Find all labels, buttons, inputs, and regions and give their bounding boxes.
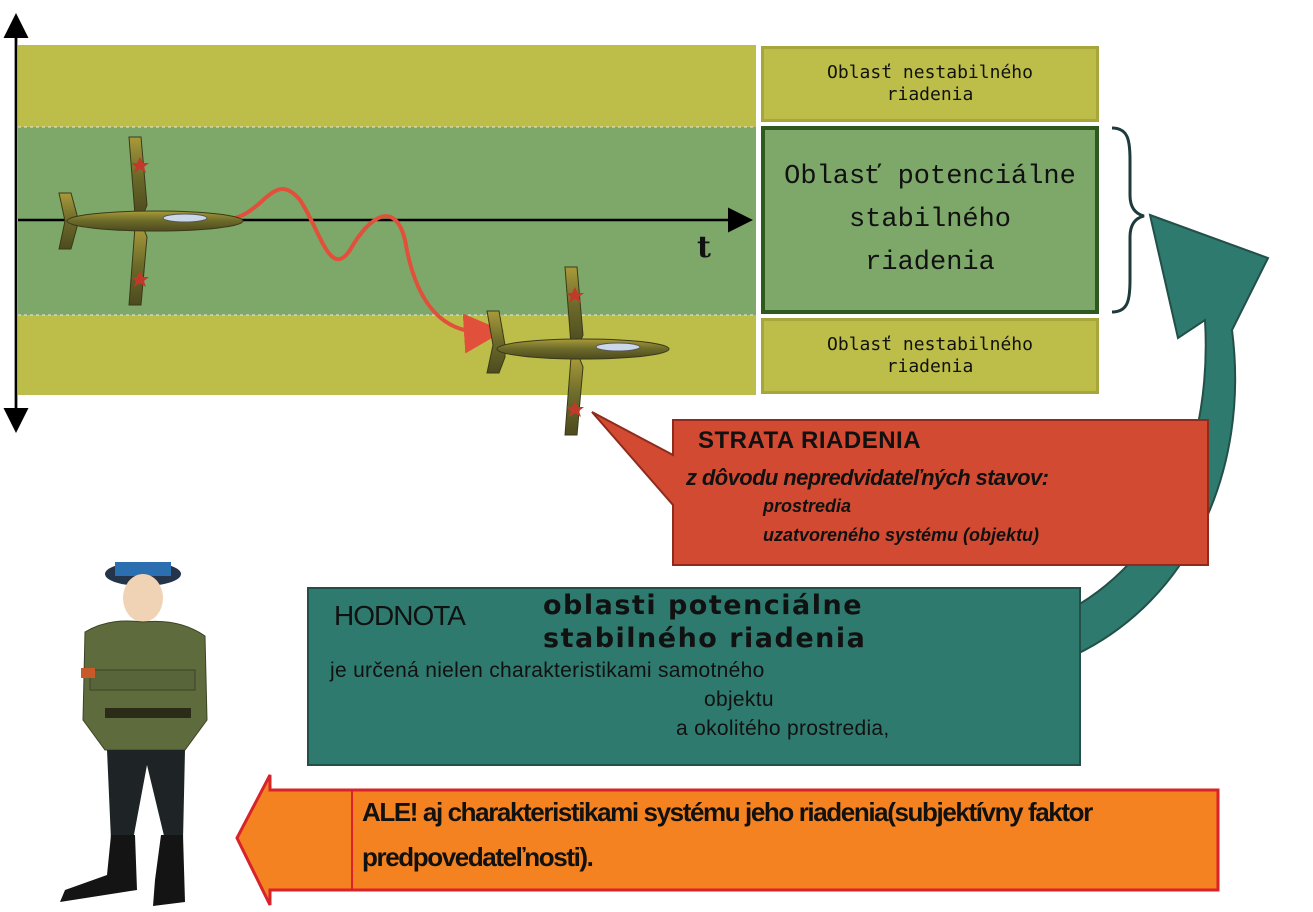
loss-callout-shape — [591, 411, 1209, 566]
value-lead: HODNOTA — [334, 600, 466, 631]
loss-item-environment: prostredia — [763, 496, 852, 516]
flight-trajectory — [234, 187, 504, 354]
lower-unstable-label: Oblasť nestabilného riadenia — [827, 334, 1033, 377]
but-line2: predpovedateľnosti). — [362, 842, 594, 872]
lower-unstable-region: Oblasť nestabilného riadenia — [761, 318, 1099, 394]
region-brace — [1111, 126, 1145, 314]
upper-unstable-label: Oblasť nestabilného riadenia — [827, 62, 1033, 105]
value-line2: objektu — [704, 688, 774, 711]
but-arrow-shape — [235, 774, 1220, 906]
value-box-shape — [307, 587, 1081, 766]
jet-aircraft-icon-2 — [486, 266, 670, 436]
but-line1: ALE! aj charakteristikami systému jeho r… — [362, 797, 1093, 827]
jet-aircraft-icon — [58, 136, 244, 306]
value-heading-line2: stabilného riadenia — [543, 623, 867, 654]
value-heading-line1: oblasti potenciálne — [543, 590, 864, 621]
time-axis-label: t — [697, 230, 711, 265]
upper-unstable-region: Oblasť nestabilného riadenia — [761, 46, 1099, 122]
loss-title: STRATA RIADENIA — [698, 427, 922, 454]
value-line3: a okolitého prostredia, — [676, 717, 890, 740]
value-line1: je určená nielen charakteristikami samot… — [330, 659, 765, 682]
potential-stable-region: Oblasť potenciálne stabilného riadenia — [761, 126, 1099, 314]
loss-item-system: uzatvoreného systému (objektu) — [763, 525, 1040, 545]
upper-unstable-band — [18, 45, 756, 127]
potential-stable-label: Oblasť potenciálne stabilného riadenia — [784, 161, 1076, 278]
loss-subtitle: z dôvodu nepredvidateľných stavov: — [686, 465, 1049, 490]
officer-figure-icon — [60, 562, 208, 906]
